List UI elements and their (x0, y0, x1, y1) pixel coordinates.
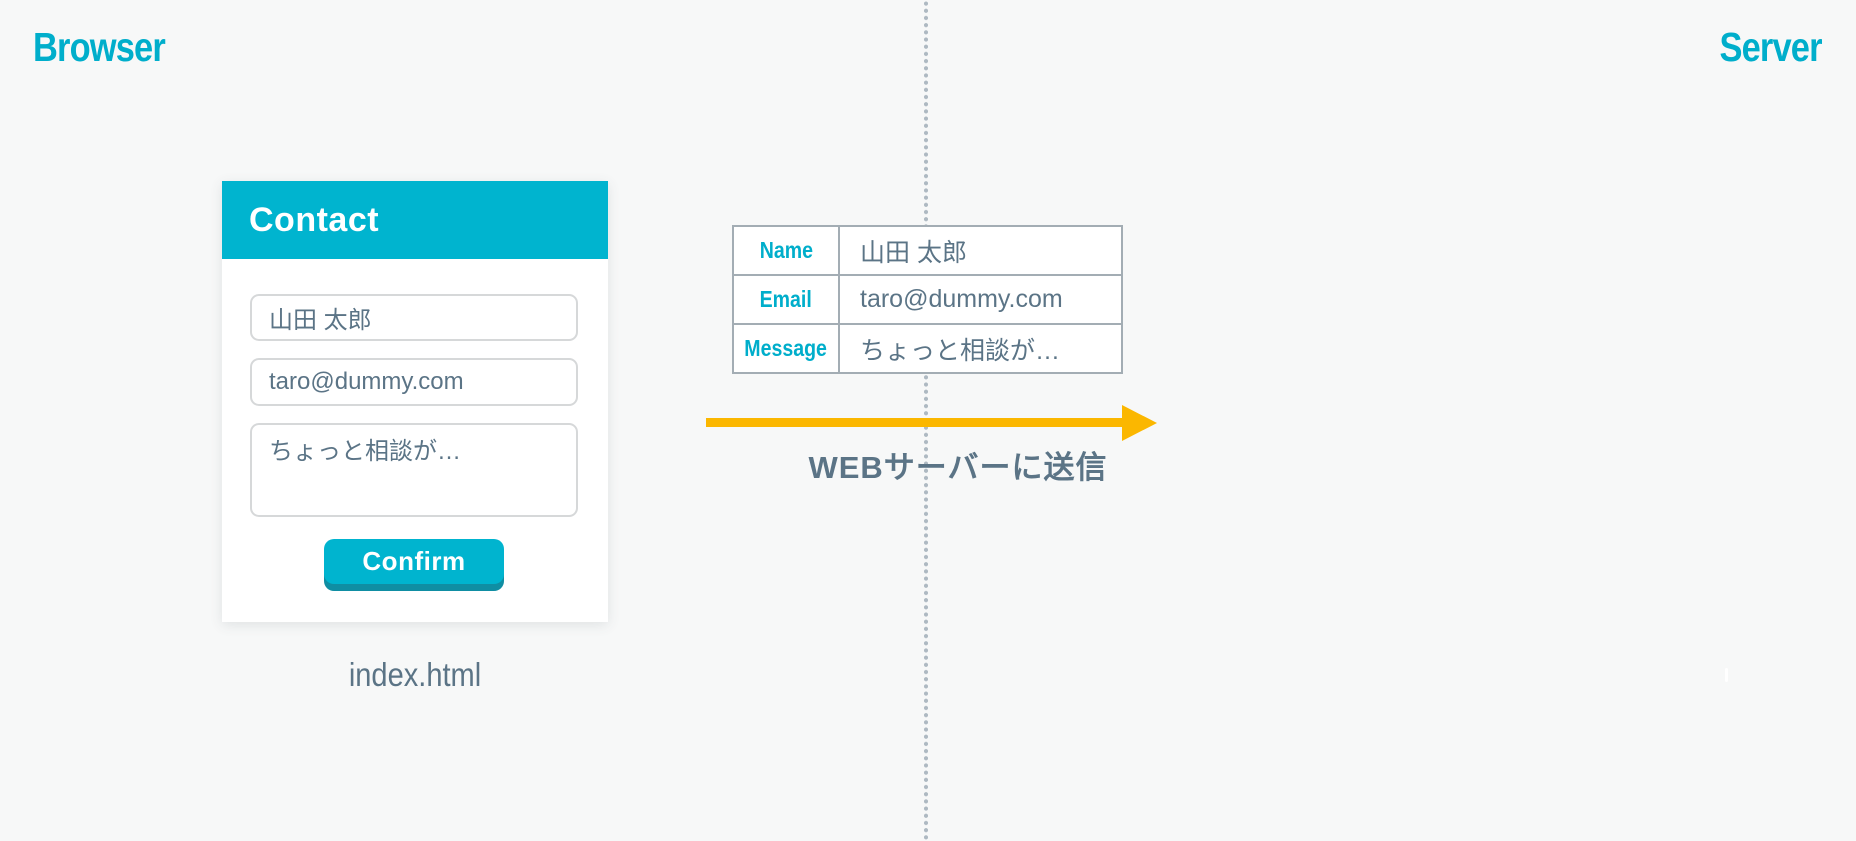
email-input[interactable] (250, 358, 578, 406)
name-input[interactable] (250, 294, 578, 341)
send-arrow-caption: WEBサーバーに送信 (808, 450, 1108, 485)
row-value-email: taro@dummy.com (838, 274, 1123, 325)
browser-zone-label: Browser (33, 24, 166, 70)
row-value-name: 山田 太郎 (838, 225, 1123, 276)
table-row-message: Message ちょっと相談が… (732, 323, 1123, 374)
server-zone-label: Server (1719, 24, 1823, 70)
row-label-email: Email (732, 274, 840, 325)
row-label-name: Name (732, 225, 840, 276)
message-textarea[interactable]: ちょっと相談が… (250, 423, 578, 517)
table-row-email: Email taro@dummy.com (732, 274, 1123, 325)
contact-form-title: Contact (222, 181, 608, 259)
submitted-data-table: Name 山田 太郎 Email taro@dummy.com Message … (732, 225, 1123, 374)
cursor-artifact (1725, 668, 1728, 682)
row-value-message: ちょっと相談が… (838, 323, 1123, 374)
send-arrow-line (706, 418, 1126, 427)
file-name-label: index.html (348, 656, 482, 693)
table-row-name: Name 山田 太郎 (732, 225, 1123, 276)
row-label-message: Message (732, 323, 840, 374)
contact-form-card: Contact ちょっと相談が… Confirm (222, 181, 608, 622)
confirm-button[interactable]: Confirm (324, 539, 504, 584)
send-arrow-head-icon (1122, 405, 1157, 441)
